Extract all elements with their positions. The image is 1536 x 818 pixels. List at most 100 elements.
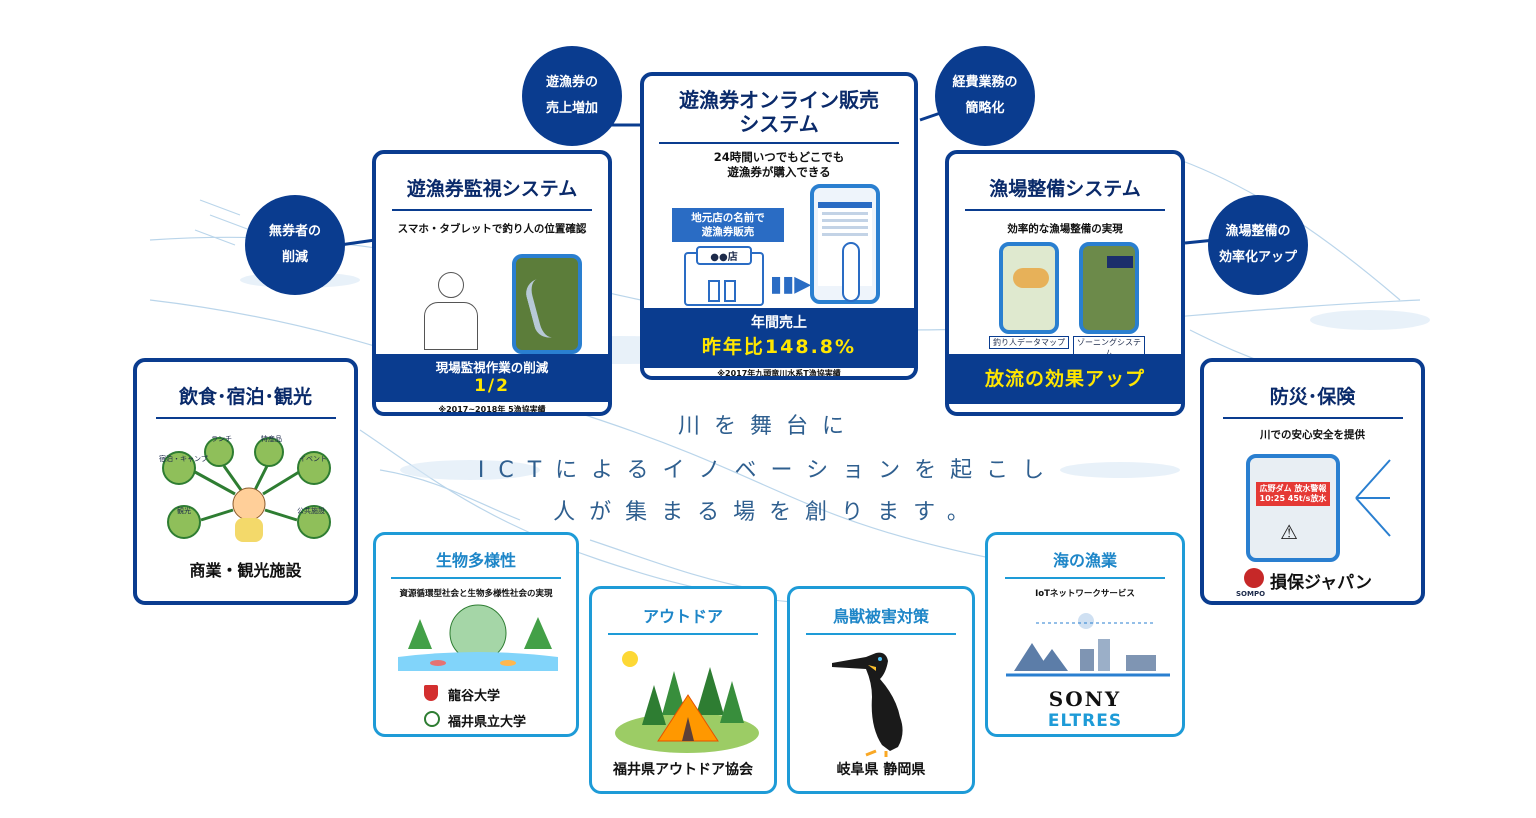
tourism-label: 公共施設	[297, 507, 325, 515]
monitoring-title: 遊漁券監視システム	[406, 178, 578, 200]
alert-phone: 広野ダム 放水警報 10:25 45t/s放水 ⚠	[1246, 454, 1340, 562]
biodiversity-title: 生物多様性	[435, 551, 516, 570]
bubble-text: 経費業務の	[952, 75, 1018, 90]
shop-illustration: ●●店	[684, 246, 764, 306]
org2: 福井県立大学	[448, 715, 527, 730]
phone-line	[822, 212, 868, 215]
result-label: 現場監視作業の削減	[435, 360, 549, 375]
shop-door	[724, 280, 736, 302]
sompo-logo-icon	[1244, 568, 1264, 588]
title-line: 遊漁券オンライン販売	[679, 88, 879, 112]
subtitle-line: 24時間いつでもどこでも	[713, 150, 845, 164]
title-line: システム	[739, 112, 819, 136]
fpu-logo-icon	[424, 711, 440, 727]
heat-spot	[1013, 268, 1049, 288]
bubble-expense-simplify: 経費業務の 簡略化	[935, 46, 1035, 146]
tourism-footer: 商業・観光施設	[189, 561, 302, 580]
ryukoku-logo-icon	[424, 685, 438, 701]
biodiversity-subtitle: 資源循環型社会と生物多様性社会の実現	[399, 589, 553, 599]
outdoor-title: アウトドア	[642, 607, 723, 626]
eltres-logo: ELTRES	[1047, 711, 1123, 731]
sea-card: 海の漁業 IoTネットワークサービス SONY ELTRES	[985, 532, 1185, 737]
camp-illustration	[615, 651, 759, 753]
divider	[806, 633, 956, 635]
wildlife-card: 鳥獣被害対策 岐阜県 静岡県	[787, 586, 975, 794]
bubble-text: 漁場整備の	[1225, 224, 1291, 239]
zoning-phone	[1079, 242, 1139, 334]
tourism-card: 飲食･宿泊･観光 宿泊・キャンプ ランチ 特産品 イベント 観光 公共施設 商業…	[133, 358, 358, 605]
maintenance-title: 漁場整備システム	[989, 178, 1141, 200]
angler-head	[438, 272, 464, 298]
cormorant-icon	[832, 652, 903, 757]
tagline-line2: ICTによるイノベーションを起こし	[477, 458, 1059, 483]
warning-icon: ⚠	[1280, 520, 1298, 544]
divider	[1222, 417, 1403, 419]
hand-icon	[842, 242, 860, 302]
monitoring-note: ※2017~2018年 5漁協実績	[438, 405, 546, 414]
bubble-ticketless-reduce: 無券者の 削減	[245, 195, 345, 295]
tagline-line3: 人が集まる場を創ります。	[553, 500, 983, 525]
angler-body	[424, 302, 478, 350]
tagline-line1: 川を舞台に	[677, 414, 858, 439]
signal-icon	[1355, 459, 1391, 537]
bubble-text: 売上増加	[545, 101, 598, 116]
sea-title: 海の漁業	[1052, 551, 1117, 570]
divider	[659, 142, 899, 144]
phone-line	[822, 233, 868, 236]
outdoor-card: アウトドア 福井県アウトドア協会	[589, 586, 777, 794]
outdoor-footer: 福井県アウトドア協会	[613, 762, 753, 778]
org1: 龍谷大学	[448, 689, 501, 704]
sales-value: 昨年比148.8%	[701, 336, 857, 358]
alert-banner: 広野ダム 放水警報 10:25 45t/s放水	[1256, 482, 1330, 506]
divider	[1005, 577, 1165, 579]
data-map-phone	[999, 242, 1059, 334]
tourism-title: 飲食･宿泊･観光	[178, 386, 312, 408]
map-phone	[512, 254, 582, 354]
tourism-label: 観光	[177, 507, 191, 515]
disaster-title: 防災･保険	[1269, 386, 1356, 408]
bubble-sales-increase: 遊漁券の 売上増加	[522, 46, 622, 146]
bubble-text: 無券者の	[268, 224, 321, 239]
online-sales-subtitle: 24時間いつでもどこでも 遊漁券が購入できる	[644, 150, 914, 180]
arrow-icon: ▮▮▶	[770, 272, 812, 297]
monitoring-card: 遊漁券監視システム スマホ・タブレットで釣り人の位置確認 現場監視作業の削減 1…	[372, 150, 612, 416]
tourism-label: ランチ	[211, 435, 232, 443]
maintenance-card: 漁場整備システム 効率的な漁場整備の実現 釣り人データマップ ゾーニングシステム…	[945, 150, 1185, 416]
sony-logo: SONY	[1048, 687, 1122, 711]
phone-header	[818, 202, 872, 208]
divider	[391, 577, 561, 579]
map-river	[522, 275, 568, 341]
phone-line	[822, 219, 868, 222]
divider	[155, 417, 336, 419]
online-sales-card: 遊漁券オンライン販売 システム 24時間いつでもどこでも 遊漁券が購入できる 地…	[640, 72, 918, 380]
disaster-subtitle: 川での安心安全を提供	[1260, 429, 1365, 441]
sea-subtitle: IoTネットワークサービス	[1035, 589, 1135, 599]
alert-line: 広野ダム 放水警報	[1259, 484, 1327, 493]
shop-label-line: 地元店の名前で	[691, 212, 765, 224]
tourism-label: 特産品	[261, 435, 282, 443]
bubble-text: 効率化アップ	[1218, 250, 1297, 265]
subtitle-line: 遊漁券が購入できる	[727, 165, 831, 179]
bubble-text: 削減	[281, 250, 308, 265]
shop-sign: ●●店	[696, 246, 752, 265]
tourism-label: 宿泊・キャンプ	[159, 455, 208, 463]
biodiversity-card: 生物多様性 資源循環型社会と生物多様性社会の実現 龍谷大学 福井県立大学	[373, 532, 579, 737]
bubble-text: 簡略化	[965, 101, 1005, 116]
divider	[608, 633, 758, 635]
monitoring-result: 現場監視作業の削減 1/2	[376, 354, 608, 402]
iot-illustration	[1006, 613, 1170, 677]
zone-badge	[1107, 256, 1133, 268]
sales-result: 年間売上 昨年比148.8%	[644, 308, 914, 368]
wildlife-footer: 岐阜県 静岡県	[836, 762, 926, 778]
angler-illustration	[416, 272, 486, 352]
maintenance-subtitle: 効率的な漁場整備の実現	[1007, 223, 1123, 235]
divider	[392, 209, 592, 211]
sompo-small: SOMPO	[1236, 590, 1266, 598]
wildlife-title: 鳥獣被害対策	[832, 607, 929, 626]
tourism-illustration	[162, 437, 331, 542]
sompo-name: 損保ジャパン	[1270, 573, 1372, 593]
bubble-text: 遊漁券の	[545, 75, 598, 90]
sales-note: ※2017年九頭竜川水系T漁協実績	[717, 369, 841, 378]
online-sales-title: 遊漁券オンライン販売 システム	[644, 88, 914, 136]
phone1-label: 釣り人データマップ	[989, 336, 1069, 349]
